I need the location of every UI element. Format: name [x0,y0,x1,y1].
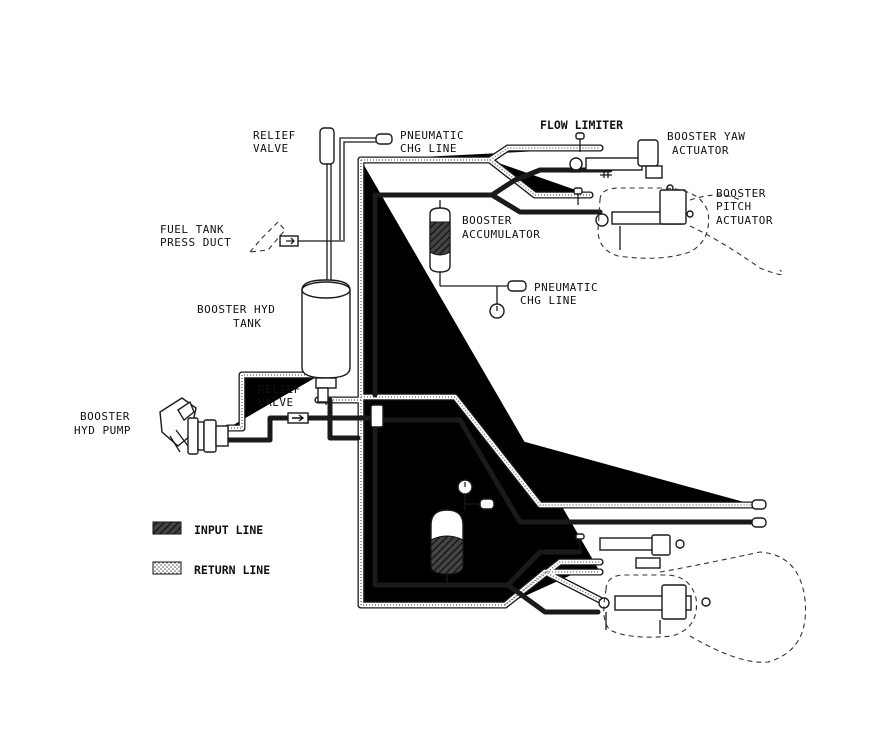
label-relief-valve-mid-1: RELIEF [258,383,301,396]
return-line-swatch [152,561,182,575]
label-flow-limiter: FLOW LIMITER [540,118,623,132]
label-booster-hyd-tank-2: TANK [233,317,262,330]
label-pneumatic-chg-top-2: CHG LINE [400,142,457,155]
booster-pitch-actuator [573,187,784,276]
legend-input-line: INPUT LINE [194,523,263,537]
sustainer-accumulator [430,479,495,585]
booster-accumulator [429,200,527,319]
label-booster-hyd-pump-1: BOOSTER [80,410,130,423]
label-booster-hyd-tank-1: BOOSTER HYD [197,303,275,316]
booster-yaw-actuator [569,132,674,192]
label-booster-pitch-3: ACTUATOR [716,214,773,227]
label-booster-pitch-2: PITCH [716,200,752,213]
booster-hyd-tank [301,279,351,405]
label-fuel-tank-2: PRESS DUCT [160,236,231,249]
label-booster-accumulator-2: ACCUMULATOR [462,228,540,241]
label-booster-hyd-pump-2: HYD PUMP [74,424,131,437]
filter [370,404,384,428]
input-line-swatch [152,521,182,535]
label-fuel-tank-1: FUEL TANK [160,223,224,236]
booster-hyd-pump [159,397,229,455]
fuel-tank-press-duct [248,221,345,253]
legend: INPUT LINE RETURN LINE [152,521,270,577]
label-pneumatic-chg-mid-1: PNEUMATIC [534,281,598,294]
label-pneumatic-chg-mid-2: CHG LINE [520,294,577,307]
label-booster-yaw-1: BOOSTER YAW [667,130,745,143]
sustainer-yaw-actuator [575,533,685,569]
component-labels: RELIEF VALVE PNEUMATIC CHG LINE FLOW LIM… [74,118,773,437]
line-terminals [751,499,767,528]
label-booster-yaw-2: ACTUATOR [672,144,729,157]
input-lines [225,167,758,615]
check-valve [287,412,309,424]
label-relief-valve-top-2: VALVE [253,142,289,155]
relief-valve-top [319,127,335,282]
sustainer-pitch-actuator [598,551,807,663]
label-pneumatic-chg-top-1: PNEUMATIC [400,129,464,142]
label-booster-pitch-1: BOOSTER [716,187,766,200]
legend-return-line: RETURN LINE [194,563,270,577]
label-relief-valve-top-1: RELIEF [253,129,296,142]
label-relief-valve-mid-2: VALVE [258,396,294,409]
pneumatic-chg-line-top [339,133,393,240]
label-booster-accumulator-1: BOOSTER [462,214,512,227]
relief-valve-mid [317,387,329,403]
